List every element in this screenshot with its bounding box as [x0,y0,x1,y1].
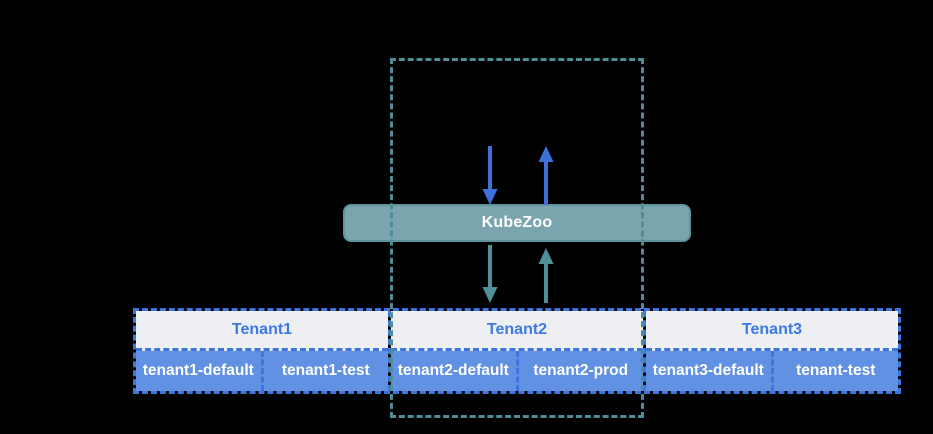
namespace-cell-tenant1-test: tenant1-test [260,351,388,391]
tenant-column-tenant1: Tenant1 tenant1-default tenant1-test [136,311,388,391]
namespace-cell-tenant-test: tenant-test [770,351,898,391]
namespace-cell-tenant3-default: tenant3-default [646,351,771,391]
namespace-cell-tenant1-default: tenant1-default [136,351,261,391]
tenant-column-tenant2: Tenant2 tenant2-default tenant2-prod [388,311,643,391]
tenant-table: Tenant1 tenant1-default tenant1-test Ten… [133,308,901,394]
tenant3-header: Tenant3 [646,311,898,351]
tenant2-header: Tenant2 [391,311,643,351]
blue-arrow-up-icon [538,146,554,205]
kubezoo-gateway-box: KubeZoo [343,204,691,242]
blue-arrow-down-icon [482,146,498,205]
namespace-cell-tenant2-prod: tenant2-prod [515,351,643,391]
teal-arrow-up-icon [538,248,554,303]
tenant2-namespace-row: tenant2-default tenant2-prod [391,351,643,391]
teal-arrow-down-icon [482,245,498,303]
tenant3-namespace-row: tenant3-default tenant-test [646,351,898,391]
tenant-column-tenant3: Tenant3 tenant3-default tenant-test [643,311,898,391]
namespace-cell-tenant2-default: tenant2-default [391,351,516,391]
kubezoo-gateway-label: KubeZoo [481,214,553,231]
tenant1-header: Tenant1 [136,311,388,351]
tenant1-namespace-row: tenant1-default tenant1-test [136,351,388,391]
